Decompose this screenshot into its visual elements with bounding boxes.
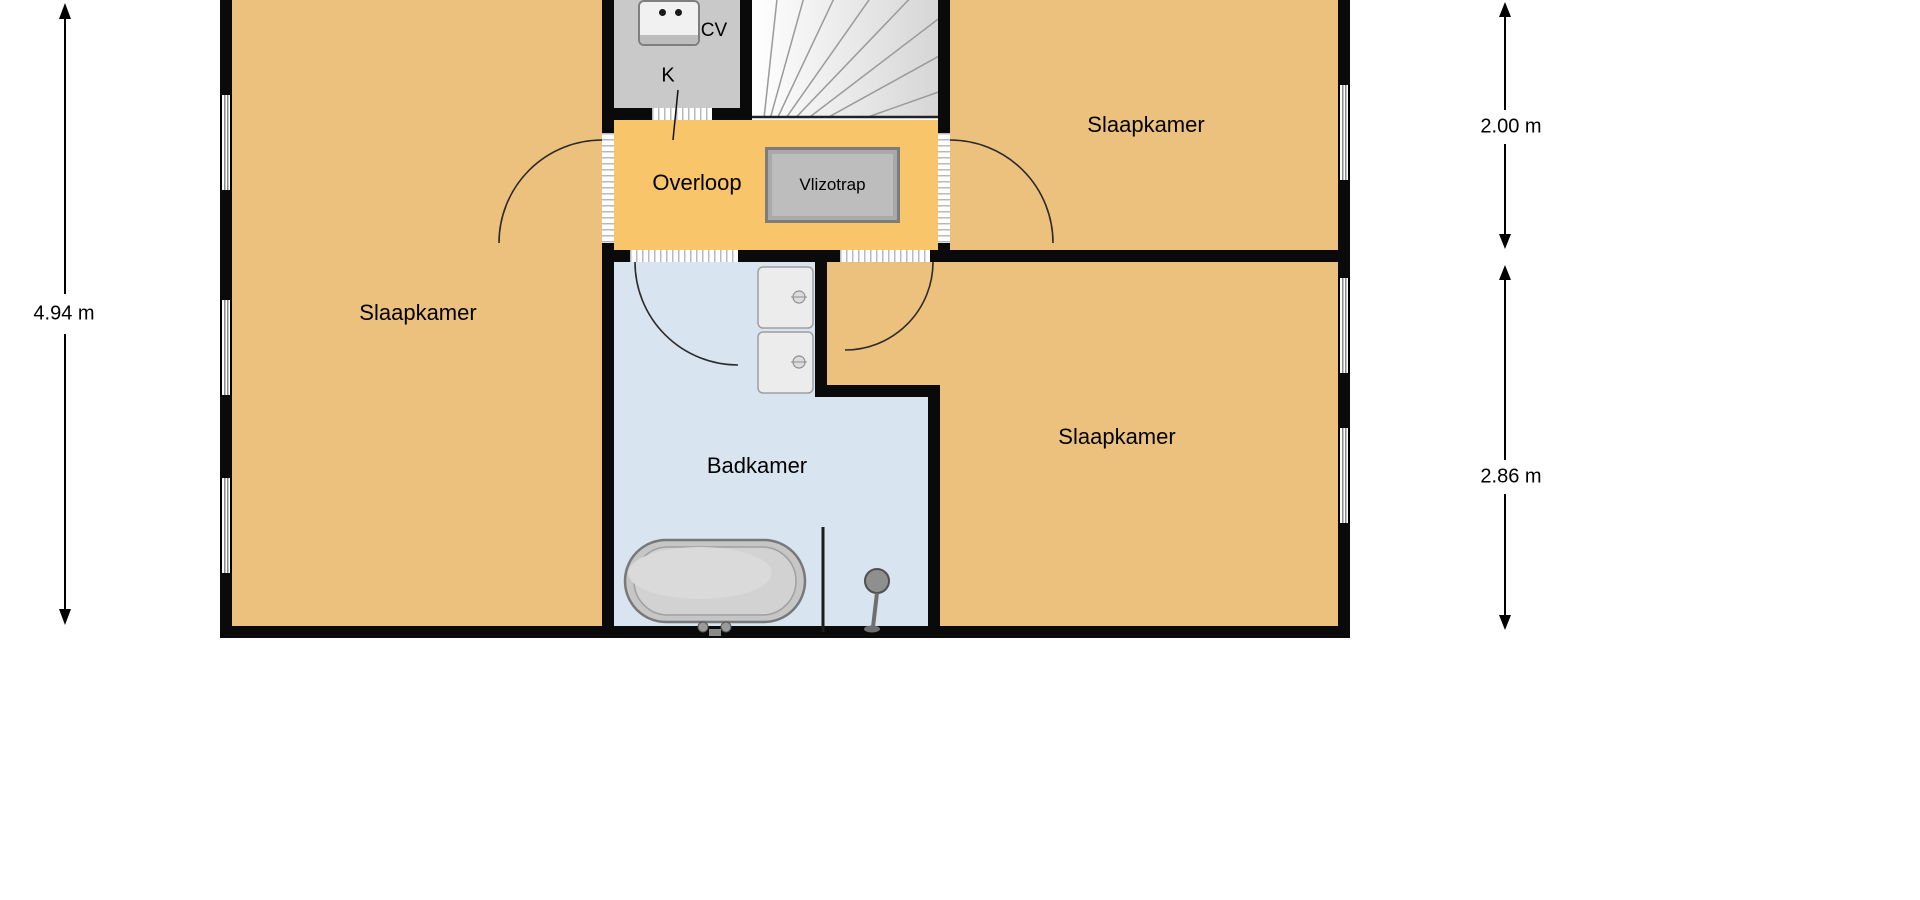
door-opening-bathroom: [630, 250, 738, 262]
label-bedroom-bottom-right: Slaapkamer: [1058, 424, 1176, 449]
window-left-3: [220, 478, 232, 573]
cv-dot-left: [659, 9, 666, 16]
door-opening-bottom-right-bedroom: [840, 250, 930, 262]
room-bedroom-bottom-right-ext: [827, 262, 940, 385]
wall-left-bedroom: [602, 0, 614, 626]
dim-label-right-bottom: 2.86 m: [1477, 465, 1545, 489]
label-landing: Overloop: [652, 170, 742, 195]
window-right-1: [1338, 85, 1350, 180]
door-opening-closet: [652, 108, 712, 120]
label-closet: K: [661, 64, 675, 87]
wall-outer-bottom: [220, 626, 1350, 638]
loft-ladder-hatch: Vlizotrap: [765, 147, 900, 223]
wall-bathroom-step: [815, 385, 940, 397]
room-bathroom-ext: [815, 397, 928, 626]
dim-label-right-top: 2.00 m: [1477, 115, 1545, 139]
wall-bathroom-right-upper: [815, 262, 827, 397]
label-bathroom: Badkamer: [706, 453, 808, 478]
window-right-2: [1338, 278, 1350, 373]
label-heater: CV: [700, 20, 728, 41]
window-left-2: [220, 300, 232, 395]
room-bedroom-left: [232, 0, 602, 626]
stairs-area: [752, 0, 938, 118]
wall-bathroom-right-lower: [928, 385, 940, 626]
room-bedroom-bottom-right: [940, 262, 1338, 626]
room-bathroom-main: [614, 262, 815, 626]
door-opening-left-bedroom: [602, 133, 614, 243]
cv-dot-right: [675, 9, 682, 16]
label-bedroom-top-right: Slaapkamer: [1087, 112, 1205, 137]
window-left-1: [220, 95, 232, 190]
loft-ladder-label: Vlizotrap: [799, 175, 866, 194]
dim-label-left: 4.94 m: [30, 302, 98, 326]
wall-closet-stairs: [740, 0, 752, 120]
window-right-3: [1338, 428, 1350, 523]
cv-heater-unit: [638, 0, 700, 46]
cv-band: [640, 35, 698, 44]
label-bedroom-left: Slaapkamer: [359, 300, 477, 325]
dimension-arrow-right-bottom: [1499, 265, 1511, 630]
wall-landing-bottom: [602, 250, 1350, 262]
door-opening-top-right-bedroom: [938, 133, 950, 243]
